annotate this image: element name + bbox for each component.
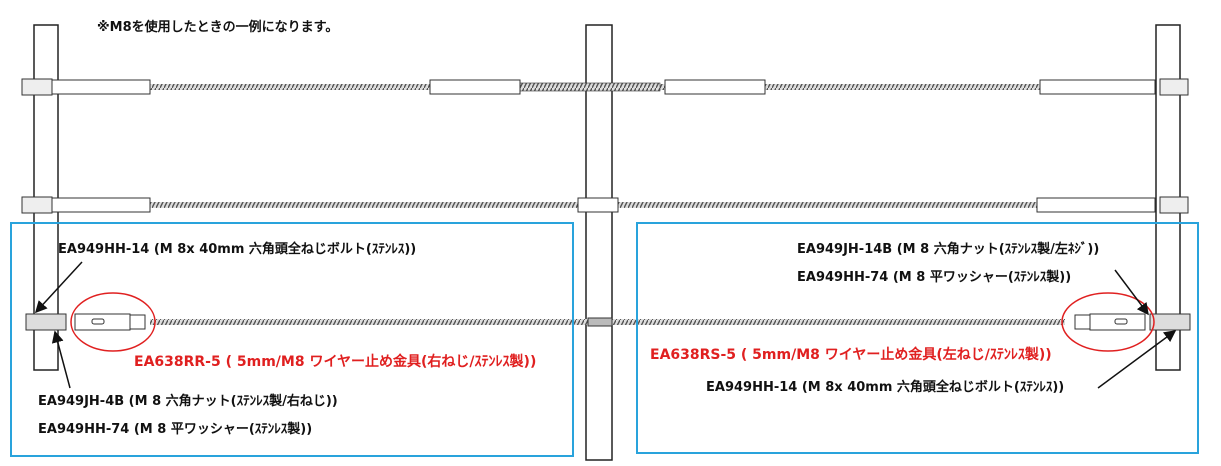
middle-post bbox=[585, 24, 613, 461]
right-bolt-label: EA949HH-14 (M 8x 40mm 六角頭全ねじボルト(ｽﾃﾝﾚｽ)) bbox=[706, 379, 1064, 395]
right-washer-label: EA949HH-74 (M 8 平ワッシャー(ｽﾃﾝﾚｽ製)) bbox=[797, 269, 1071, 285]
wire-bottom bbox=[25, 313, 1191, 331]
right-fitting-label: EA638RS-5 ( 5mm/M8 ワイヤー止め金具(左ねじ/ｽﾃﾝﾚｽ製)) bbox=[650, 346, 1052, 363]
right-washer-arrow bbox=[1114, 269, 1149, 316]
wire-middle bbox=[21, 196, 1189, 214]
right-nut-label: EA949JH-14B (M 8 六角ナット(ｽﾃﾝﾚｽ製/左ﾈｼﾞ)) bbox=[797, 241, 1099, 257]
left-fitting-label: EA638RR-5 ( 5mm/M8 ワイヤー止め金具(右ねじ/ｽﾃﾝﾚｽ製)) bbox=[134, 353, 536, 370]
left-bolt-arrow bbox=[34, 261, 83, 314]
right-bolt-arrow bbox=[1097, 330, 1177, 389]
usage-note: ※M8を使用したときの一例になります。 bbox=[97, 19, 338, 35]
left-detail-frame bbox=[10, 222, 574, 457]
wire-top bbox=[21, 78, 1189, 96]
right-detail-frame bbox=[636, 222, 1199, 454]
left-nut-arrow bbox=[51, 330, 71, 389]
left-washer-label: EA949HH-74 (M 8 平ワッシャー(ｽﾃﾝﾚｽ製)) bbox=[38, 421, 312, 437]
left-bolt-label: EA949HH-14 (M 8x 40mm 六角頭全ねじボルト(ｽﾃﾝﾚｽ)) bbox=[58, 241, 416, 257]
left-fitting-highlight bbox=[70, 292, 156, 352]
right-fitting-highlight bbox=[1061, 292, 1155, 352]
left-nut-label: EA949JH-4B (M 8 六角ナット(ｽﾃﾝﾚｽ製/右ねじ)) bbox=[38, 393, 338, 409]
